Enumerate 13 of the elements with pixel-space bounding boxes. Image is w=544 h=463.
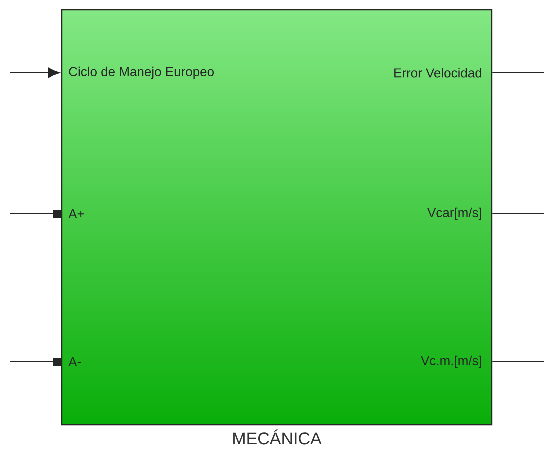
port-label: Vcar[m/s] — [428, 208, 482, 220]
node-label: MECÁNICA — [234, 430, 322, 445]
port-label: A+ — [68, 210, 84, 218]
port-label: Error Velocidad — [394, 68, 482, 78]
port-label: A- — [68, 358, 82, 366]
port-line — [10, 210, 62, 218]
signal-line — [492, 72, 544, 74]
port-line — [10, 358, 62, 366]
port-label: Ciclo de Manejo Europeo — [69, 66, 214, 80]
signal-arrow — [10, 68, 60, 78]
signal-line — [492, 213, 544, 215]
signal-line — [492, 361, 544, 363]
port-label: Vc.m.[m/s] — [421, 356, 482, 368]
